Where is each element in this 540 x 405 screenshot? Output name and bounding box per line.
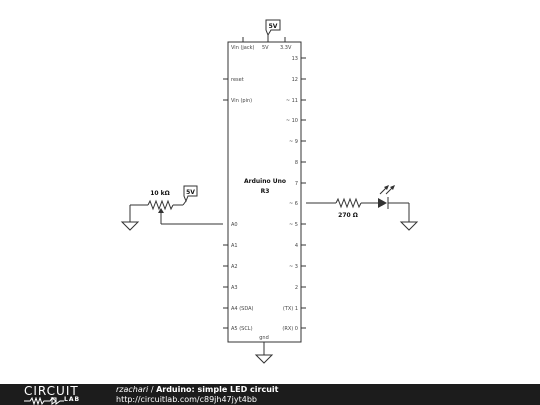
board-ground-symbol [254, 342, 274, 364]
footer-author[interactable]: rzachari [116, 385, 149, 394]
pin-a2: A2 [231, 264, 238, 270]
led-circuit: 270 Ω [306, 185, 419, 231]
footer-url[interactable]: http://circuitlab.com/c89jh47jyt4bb [116, 395, 257, 404]
pin-d11: ~ 11 [286, 98, 298, 104]
pin-d9: ~ 9 [289, 139, 298, 145]
footer-circuit-title[interactable]: Arduino: simple LED circuit [156, 385, 279, 394]
board-name-line1: Arduino Uno [244, 178, 286, 185]
pin-a1: A1 [231, 243, 238, 249]
footer-separator: / [148, 385, 157, 394]
pin-d13: 13 [292, 56, 298, 62]
logo-word-lab: LAB [64, 396, 81, 403]
pin-d1-tx: (TX) 1 [283, 306, 298, 312]
pin-d7: 7 [295, 181, 298, 187]
resistor-symbol [335, 197, 362, 209]
arduino-uno-board: Arduino Uno R3 Vin (jack) 5V 3.3V reset … [223, 37, 306, 343]
potentiometer-label: 10 kΩ [150, 190, 170, 197]
potentiometer-circuit: 10 kΩ 5V [120, 185, 223, 231]
pin-3v3: 3.3V [280, 45, 292, 51]
top-5v-supply: 5V [265, 19, 281, 42]
pin-a4-sda: A4 (SDA) [231, 306, 253, 312]
footer-title-line: rzachari / Arduino: simple LED circuit [116, 385, 278, 394]
pot-5v-tag-label: 5V [186, 189, 195, 196]
pin-d2: 2 [295, 285, 298, 291]
footer-bar: CIRCUIT LAB rzachari / Arduino: simple L… [0, 384, 540, 405]
top-5v-tag-label: 5V [269, 23, 278, 30]
pin-a5-scl: A5 (SCL) [231, 326, 253, 332]
pin-gnd: gnd [259, 335, 269, 341]
pin-d12: 12 [292, 77, 298, 83]
circuitlab-logo[interactable]: CIRCUIT LAB [24, 384, 92, 405]
resistor-label: 270 Ω [338, 212, 358, 219]
pin-d10: ~ 10 [286, 118, 298, 124]
led-symbol [378, 198, 387, 208]
led-emission-arrows [379, 185, 395, 195]
pin-d6: ~ 6 [289, 201, 298, 207]
logo-word-circuit: CIRCUIT [24, 384, 79, 398]
pin-d8: 8 [295, 160, 298, 166]
pin-d0-rx: (RX) 0 [282, 326, 298, 332]
board-outline [227, 41, 302, 343]
board-name-line2: R3 [261, 188, 270, 195]
pin-d3: ~ 3 [289, 264, 298, 270]
pin-vin-pin: Vin (pin) [231, 98, 252, 104]
pin-a0: A0 [231, 222, 238, 228]
pin-a3: A3 [231, 285, 238, 291]
schematic-canvas: 5V Arduino Uno R3 Vin (jack) 5V 3.3V res… [120, 19, 419, 364]
pin-d5: ~ 5 [289, 222, 298, 228]
pin-vin-jack: Vin (jack) [231, 45, 255, 51]
logo-squiggle-icon [24, 397, 64, 405]
pin-5v: 5V [262, 45, 269, 51]
potentiometer-symbol [147, 199, 174, 211]
pot-ground-symbol [120, 221, 140, 231]
pin-d4: 4 [295, 243, 298, 249]
led-ground-symbol [399, 221, 419, 231]
pin-reset: reset [231, 77, 244, 83]
